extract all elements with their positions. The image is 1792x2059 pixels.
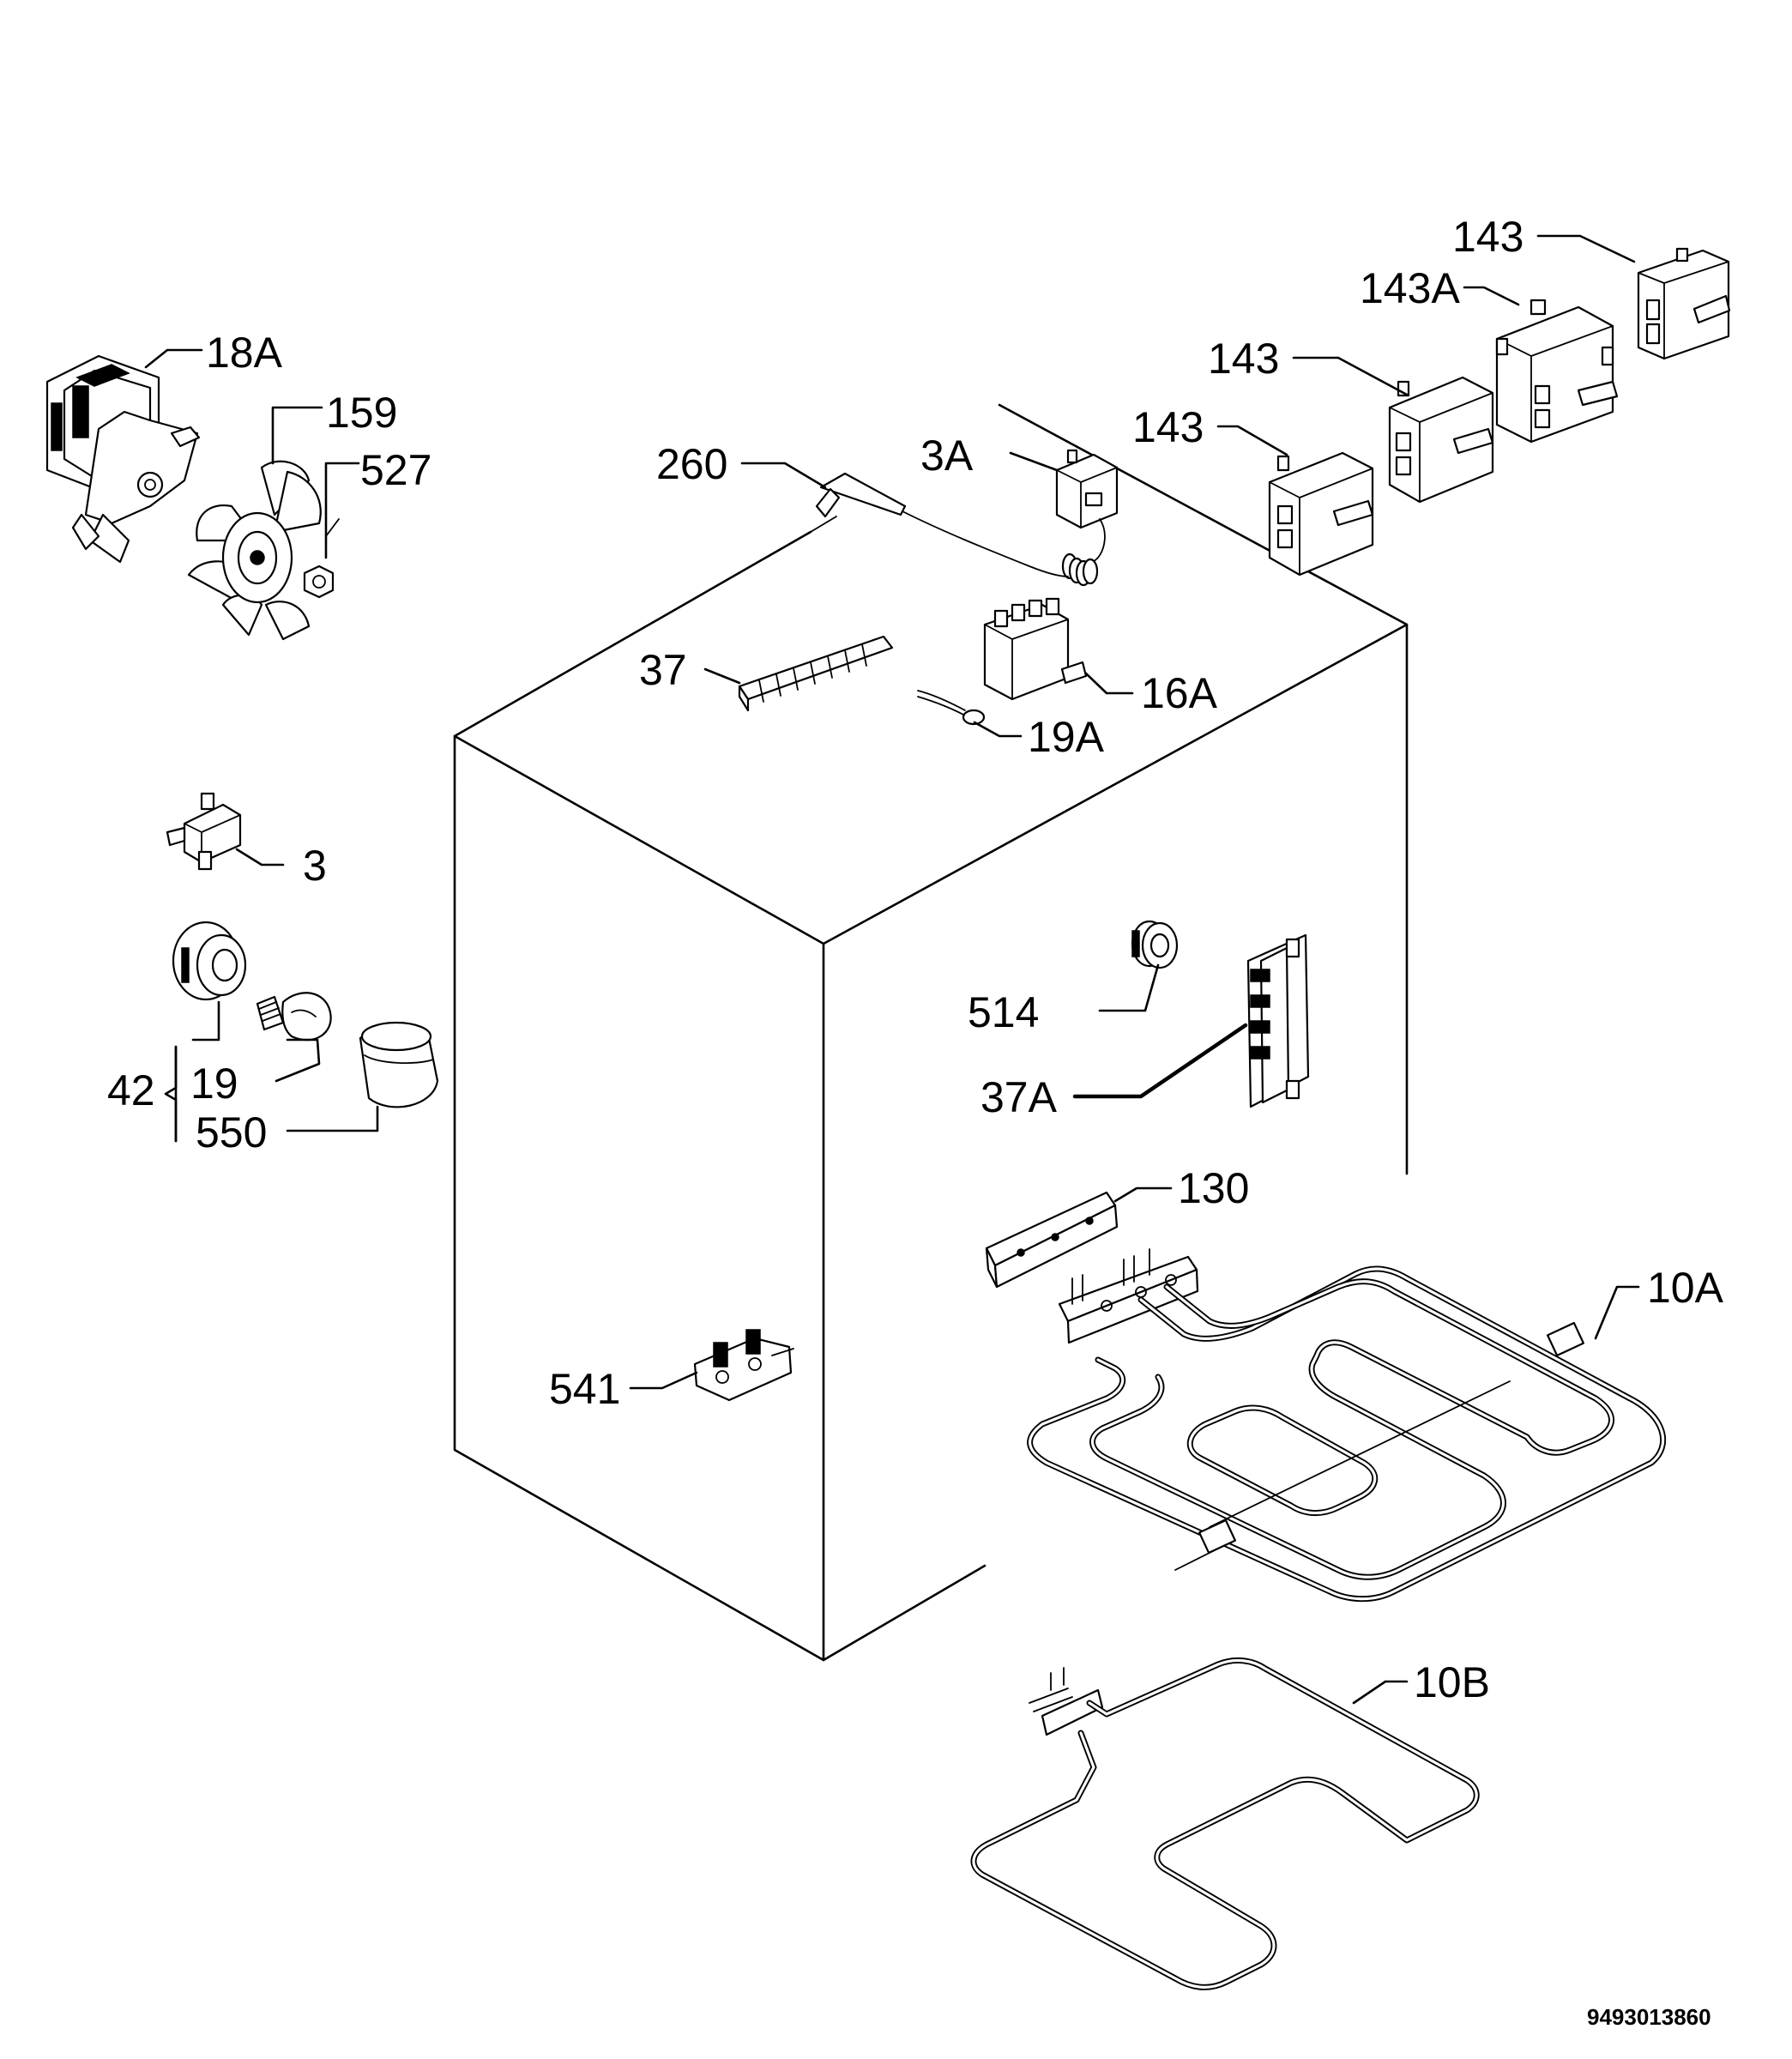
callout-16a: 16A: [1141, 669, 1218, 717]
callout-541: 541: [549, 1365, 620, 1413]
selector-switch-143-low: [1268, 451, 1374, 577]
callout-143-mid: 143: [1208, 335, 1279, 383]
group-brace-42: [164, 1045, 178, 1143]
lamp-cover-550: [359, 1021, 439, 1108]
callout-labels: 143 143A 143 143 18A 159 527 260 3A 37 1…: [107, 213, 1724, 1706]
temperature-probe-260: [815, 472, 1069, 577]
oven-cabinet: [453, 403, 1409, 1662]
fan-motor-18a: [45, 354, 201, 564]
callout-260: 260: [656, 440, 727, 488]
callout-143-top: 143: [1452, 213, 1524, 261]
grill-element-10a: [1027, 1248, 1667, 1603]
selector-switch-143-top: [1637, 247, 1731, 360]
callout-10b: 10B: [1414, 1658, 1490, 1706]
thermal-cutout-3: [166, 792, 242, 871]
mounting-bracket-130: [985, 1191, 1119, 1289]
callout-143a: 143A: [1360, 264, 1460, 312]
fan-nut-527: [303, 518, 340, 599]
callout-19a: 19A: [1028, 713, 1105, 761]
callout-159: 159: [326, 389, 397, 437]
thermostat-3a: [1055, 449, 1119, 587]
callout-19: 19: [190, 1060, 238, 1108]
callout-18a: 18A: [206, 329, 283, 377]
drawing-reference-code: 9493013860: [1587, 2004, 1711, 2030]
callout-143-low: 143: [1132, 403, 1204, 451]
selector-switch-143a: [1495, 299, 1619, 444]
lamp-holder: [172, 921, 247, 1001]
callout-130: 130: [1178, 1164, 1249, 1212]
callout-514: 514: [968, 988, 1039, 1036]
selector-switch-143-mid: [1388, 376, 1494, 504]
earth-terminal-541: [693, 1329, 794, 1402]
callout-527: 527: [360, 446, 431, 494]
lamp-bulb-19: [256, 992, 332, 1042]
callout-42: 42: [107, 1066, 155, 1114]
leader-lines: [144, 234, 1640, 1705]
terminal-strip-37a: [1246, 933, 1310, 1108]
callout-10a: 10A: [1647, 1264, 1724, 1312]
callout-3: 3: [303, 842, 327, 890]
callout-37: 37: [639, 646, 687, 694]
fan-blade-159: [187, 460, 322, 641]
base-element-10b: [970, 1657, 1480, 1990]
grommet-514: [1131, 920, 1179, 969]
callout-550: 550: [196, 1108, 267, 1156]
terminal-block-37: [738, 635, 894, 712]
function-switch-16a: [983, 597, 1088, 701]
callout-37a: 37A: [980, 1073, 1058, 1121]
callout-3a: 3A: [920, 432, 974, 480]
indicator-lamp-19a: [917, 690, 986, 726]
